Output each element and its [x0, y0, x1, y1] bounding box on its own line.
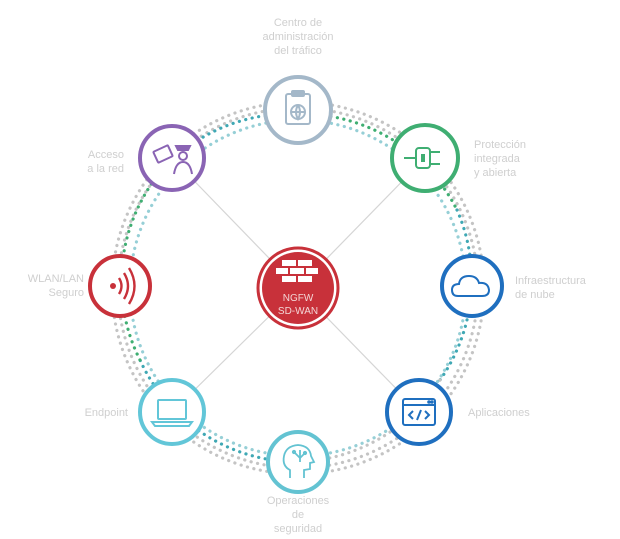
brain-head-icon: [282, 444, 316, 478]
node-aplicaciones[interactable]: [385, 378, 453, 446]
label-centro: Centro de administración del tráfico: [262, 17, 334, 57]
code-window-icon: [402, 398, 436, 426]
security-guard-icon: [152, 144, 193, 175]
plug-connector-icon: [404, 147, 440, 169]
node-operaciones-ring: [266, 430, 330, 494]
center-label: NGFW SD-WAN: [277, 293, 319, 317]
node-acceso[interactable]: [138, 124, 206, 192]
laptop-icon: [150, 399, 194, 427]
node-nube[interactable]: [440, 254, 504, 318]
node-wlan-ring: [88, 254, 152, 318]
cloud-icon: [450, 274, 491, 297]
node-proteccion[interactable]: [390, 123, 460, 193]
clipboard-globe-icon: [285, 90, 311, 125]
wireless-signal-icon: [110, 267, 136, 305]
label-nube: Infraestructura de nube: [515, 275, 586, 301]
dotted-arc-green-left: [119, 168, 164, 362]
node-endpoint[interactable]: [138, 378, 206, 446]
center-node-ngfw[interactable]: [256, 246, 340, 330]
firewall-brick-icon: [276, 260, 318, 282]
node-operaciones[interactable]: [266, 430, 330, 494]
label-operaciones: Operaciones de seguridad: [266, 495, 330, 535]
label-wlan: WLAN/LAN Seguro: [27, 273, 84, 299]
label-endpoint: Endpoint: [84, 407, 128, 419]
node-aplicaciones-ring: [385, 378, 453, 446]
node-acceso-ring: [138, 124, 206, 192]
label-aplicaciones: Aplicaciones: [468, 407, 530, 419]
label-proteccion: Protección integrada y abierta: [474, 139, 526, 179]
node-endpoint-ring: [138, 378, 206, 446]
label-acceso: Acceso a la red: [87, 149, 124, 175]
node-centro[interactable]: [263, 75, 333, 145]
node-nube-ring: [440, 254, 504, 318]
node-centro-ring: [263, 75, 333, 145]
node-wlan[interactable]: [88, 254, 152, 318]
